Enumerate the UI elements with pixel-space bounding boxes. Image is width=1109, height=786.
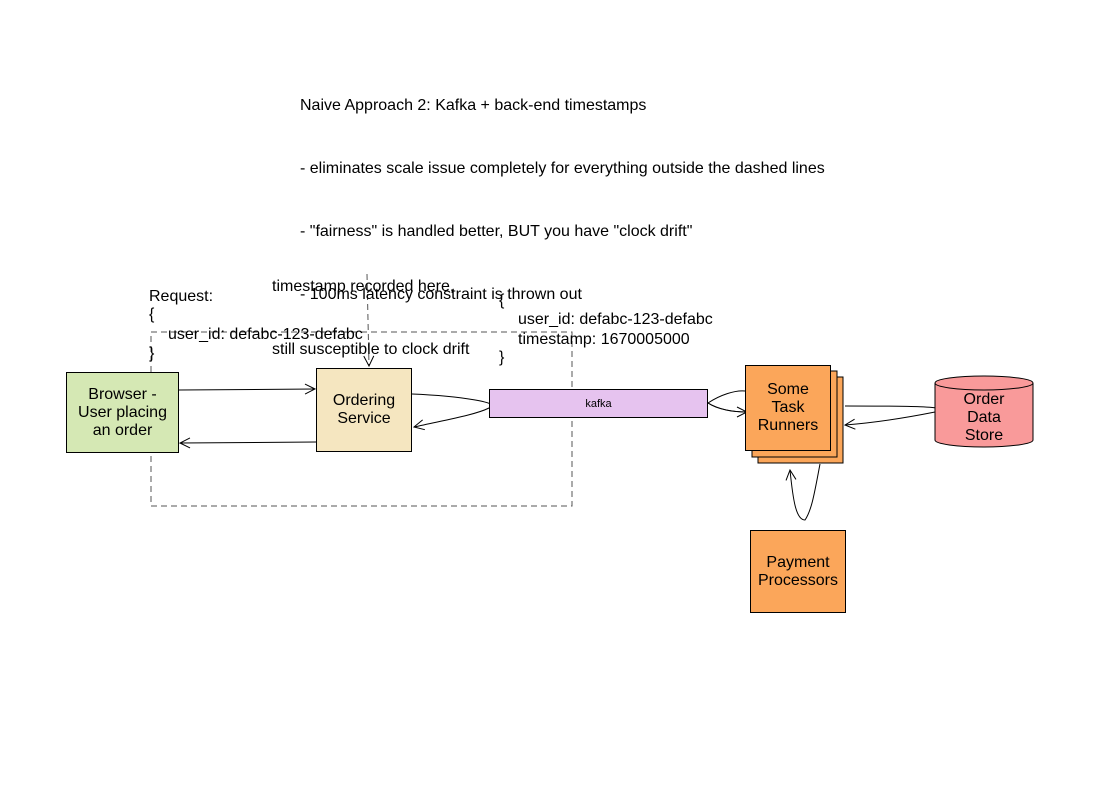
request-note-line-1: Request: xyxy=(149,288,214,305)
order-data-store-cylinder xyxy=(934,375,1034,448)
data-store-line-3: Store xyxy=(964,427,1004,444)
edge-browser-to-ordering xyxy=(178,389,315,390)
payload-line-4: } xyxy=(499,349,505,366)
title-line-2: - eliminates scale issue completely for … xyxy=(300,160,825,177)
browser-line-2: User placing xyxy=(78,403,167,421)
payment-line-1: Payment xyxy=(766,553,830,571)
data-store-line-2: Data xyxy=(967,409,1001,426)
edge-ordering-kafka xyxy=(411,393,493,427)
title-line-3: - "fairness" is handled better, BUT you … xyxy=(300,223,693,240)
edge-ordering-to-browser xyxy=(180,442,317,443)
task-runners-line-3: Runners xyxy=(757,417,819,434)
edge-kafka-to-runners xyxy=(707,390,747,413)
timestamp-note: timestamp recorded here, still susceptib… xyxy=(272,234,469,381)
order-data-store-node[interactable]: Order Data Store xyxy=(935,391,1033,445)
browser-line-1: Browser - xyxy=(88,385,157,403)
data-store-line-1: Order xyxy=(963,391,1005,408)
payment-line-2: Processors xyxy=(757,571,839,589)
title-block: Naive Approach 2: Kafka + back-end times… xyxy=(300,53,825,326)
timestamp-pointer xyxy=(367,273,369,366)
payload-line-2: user_id: defabc-123-defabc xyxy=(518,311,713,328)
kafka-node[interactable]: kafka xyxy=(489,389,708,418)
timestamp-note-line-2: still susceptible to clock drift xyxy=(272,341,470,358)
request-note-line-2: { xyxy=(149,306,155,323)
browser-line-3: an order xyxy=(92,421,153,439)
ordering-line-2: Service xyxy=(337,410,391,427)
kafka-label: kafka xyxy=(585,397,612,410)
ordering-line-1: Ordering xyxy=(332,392,396,409)
title-line-4: - 100ms latency constraint is thrown out xyxy=(300,286,582,303)
payload-line-1: { xyxy=(499,292,505,309)
browser-node[interactable]: Browser - User placing an order xyxy=(66,372,179,453)
edge-runners-payment xyxy=(790,463,821,521)
title-line-1: Naive Approach 2: Kafka + back-end times… xyxy=(300,97,647,114)
edge-runners-datastore xyxy=(845,405,942,425)
request-note-line-4: } xyxy=(149,345,155,362)
task-runners-line-2: Task xyxy=(771,399,805,416)
payment-processors-node[interactable]: Payment Processors xyxy=(750,530,846,613)
task-runners-node[interactable]: Some Task Runners xyxy=(745,365,831,451)
edge-kafka-to-runners-head xyxy=(707,402,747,412)
payload-line-3: timestamp: 1670005000 xyxy=(518,331,690,348)
task-runners-line-1: Some xyxy=(767,381,809,398)
timestamp-note-line-1: timestamp recorded here, xyxy=(272,278,455,295)
request-note-line-3: user_id: defabc-123-defabc xyxy=(168,326,363,343)
ordering-service-node[interactable]: Ordering Service xyxy=(316,368,412,452)
